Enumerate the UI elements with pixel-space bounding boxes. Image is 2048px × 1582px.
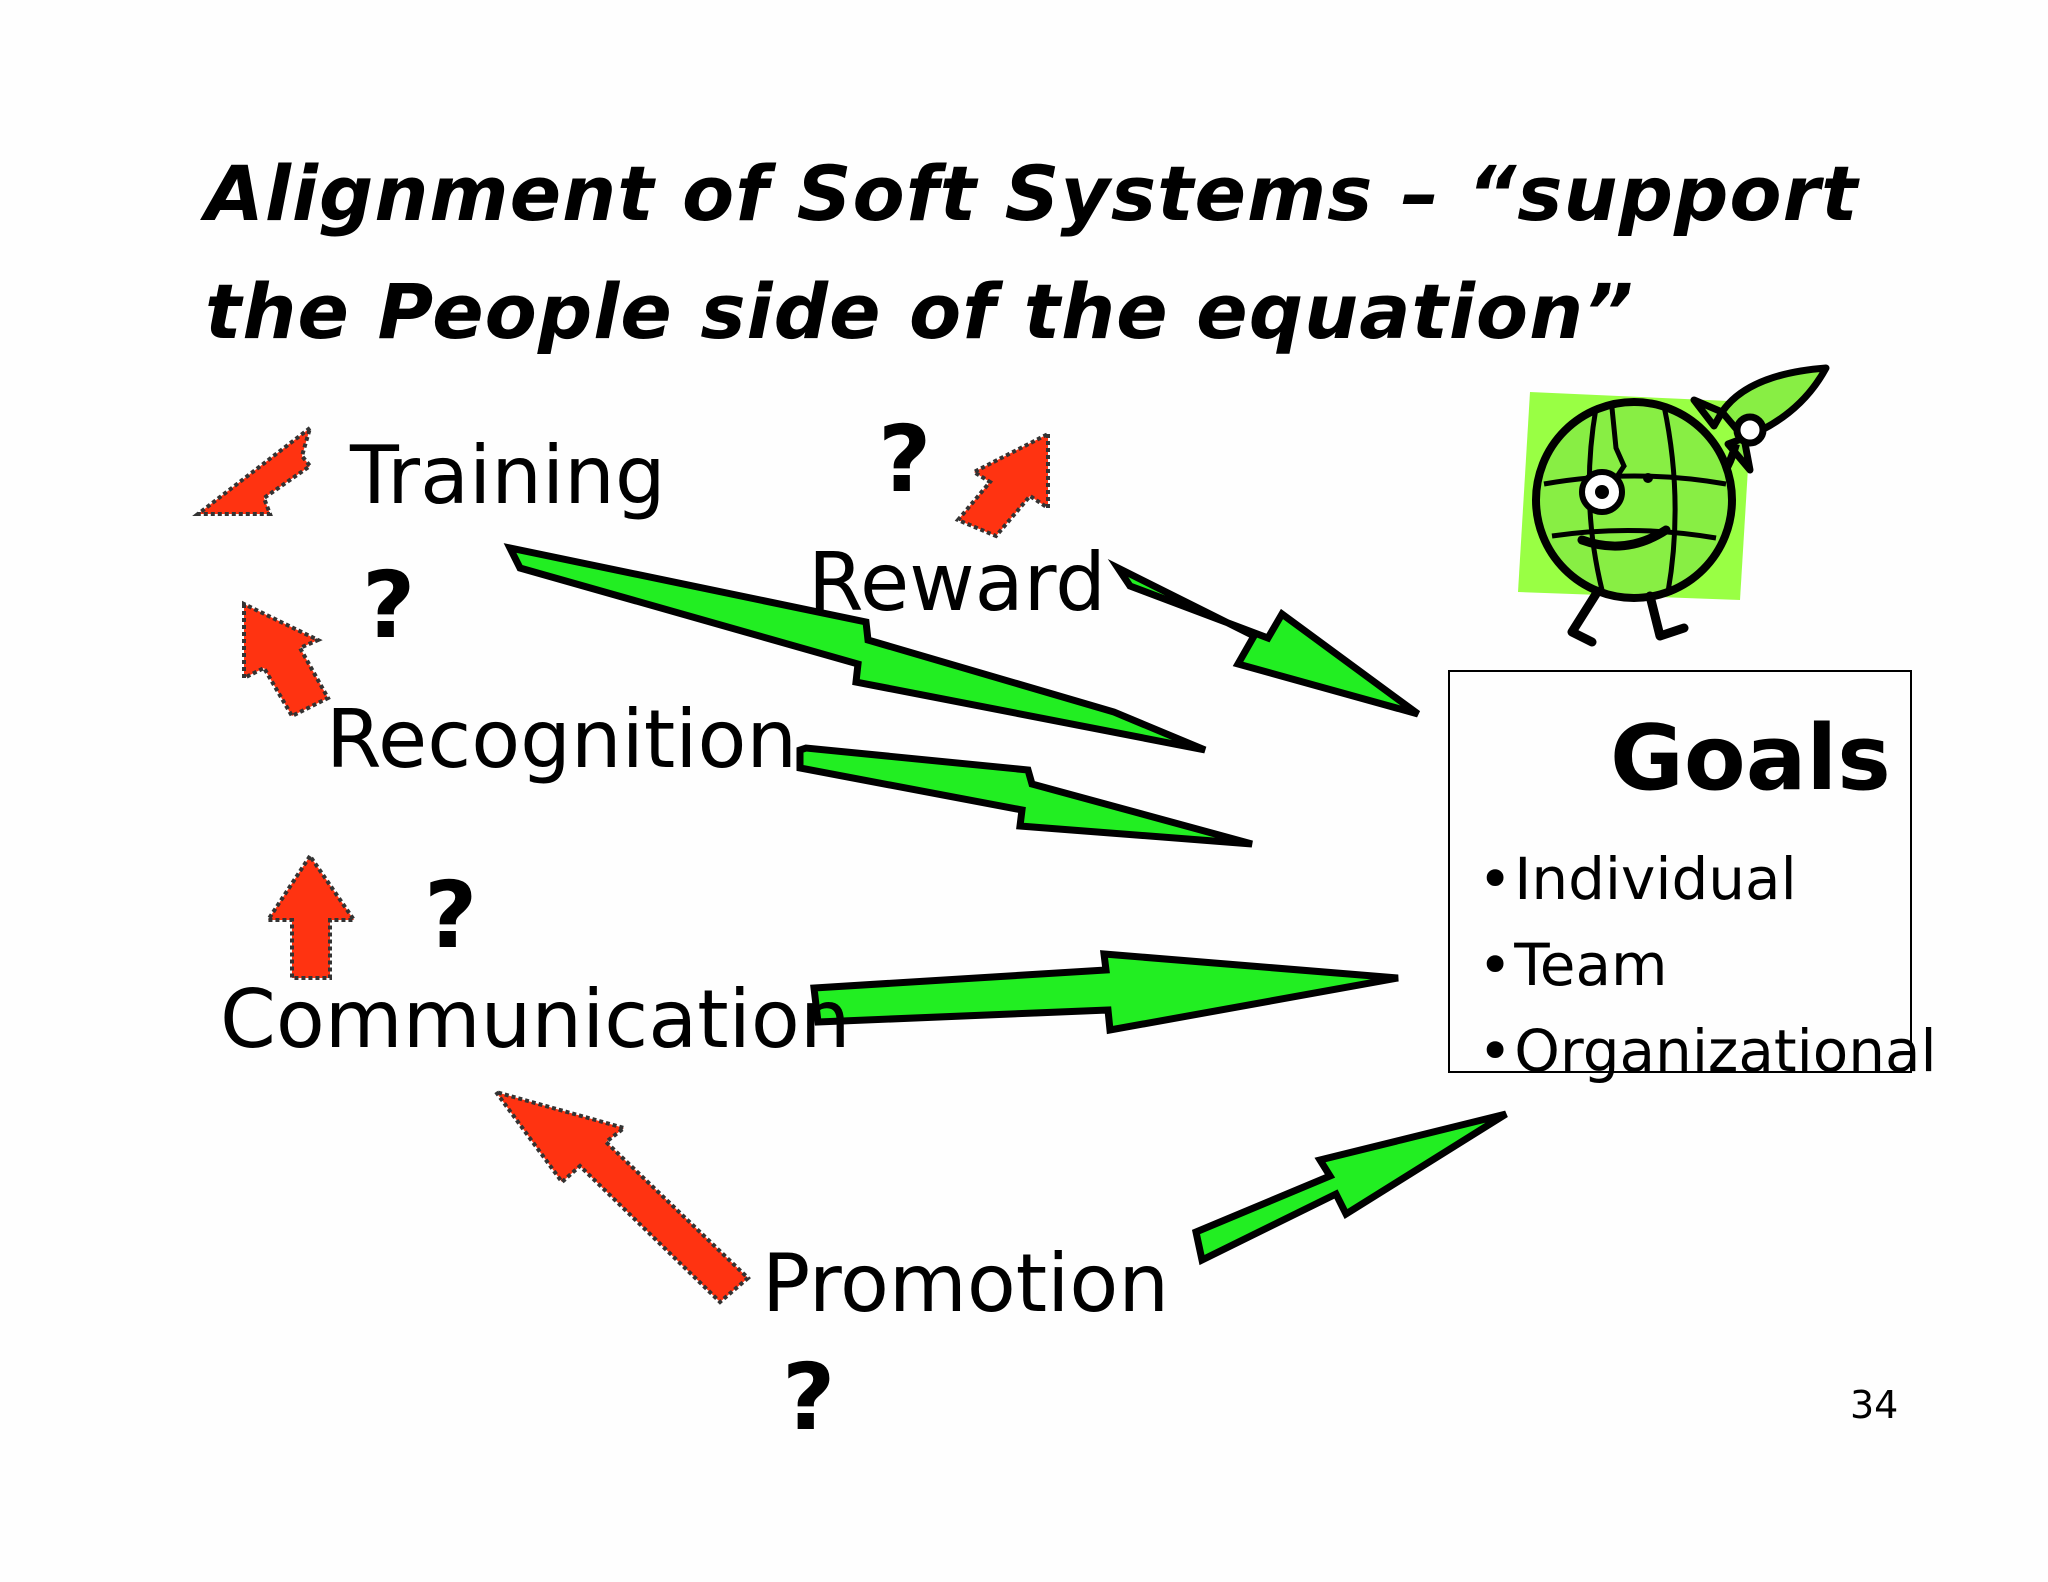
slide-title-line-2: the People side of the equation”	[205, 267, 1635, 356]
slide-title: Alignment of Soft Systems – “support the…	[205, 135, 1905, 371]
promotion-question-mark: ?	[782, 1344, 836, 1451]
goal-team: Team	[1478, 922, 1937, 1008]
goals-list: Individual Team Organizational	[1478, 836, 1937, 1094]
recognition-question-arrow	[242, 600, 331, 719]
slide-title-line-1: Alignment of Soft Systems – “support	[205, 149, 1859, 238]
green-arrows	[503, 543, 1508, 1266]
reward-question-arrow	[954, 430, 1050, 539]
red-arrows	[192, 422, 1050, 1305]
promotion-question-arrow	[490, 1088, 751, 1305]
reward-question-mark: ?	[878, 406, 932, 513]
communication-question-mark: ?	[424, 862, 478, 969]
promotion-to-goals-arrow	[1191, 1110, 1508, 1266]
training-question-mark: ?	[362, 552, 416, 659]
promotion-label: Promotion	[762, 1237, 1170, 1330]
communication-question-arrow	[264, 852, 358, 980]
recognition-to-goals-arrow	[796, 744, 1253, 848]
globe-rocket-mascot-icon	[1518, 364, 1830, 647]
training-label: Training	[350, 429, 666, 522]
goals-heading: Goals	[1610, 706, 1891, 811]
training-question-arrow	[192, 422, 314, 516]
communication-label: Communication	[220, 973, 851, 1066]
goal-individual: Individual	[1478, 836, 1937, 922]
recognition-label: Recognition	[326, 693, 798, 786]
training-to-goals-arrow	[503, 543, 1207, 754]
page-number: 34	[1850, 1383, 1899, 1427]
reward-to-goals-arrow	[1107, 558, 1421, 718]
communication-to-goals-arrow	[810, 950, 1399, 1035]
reward-label: Reward	[808, 536, 1106, 629]
goal-organizational: Organizational	[1478, 1008, 1936, 1094]
